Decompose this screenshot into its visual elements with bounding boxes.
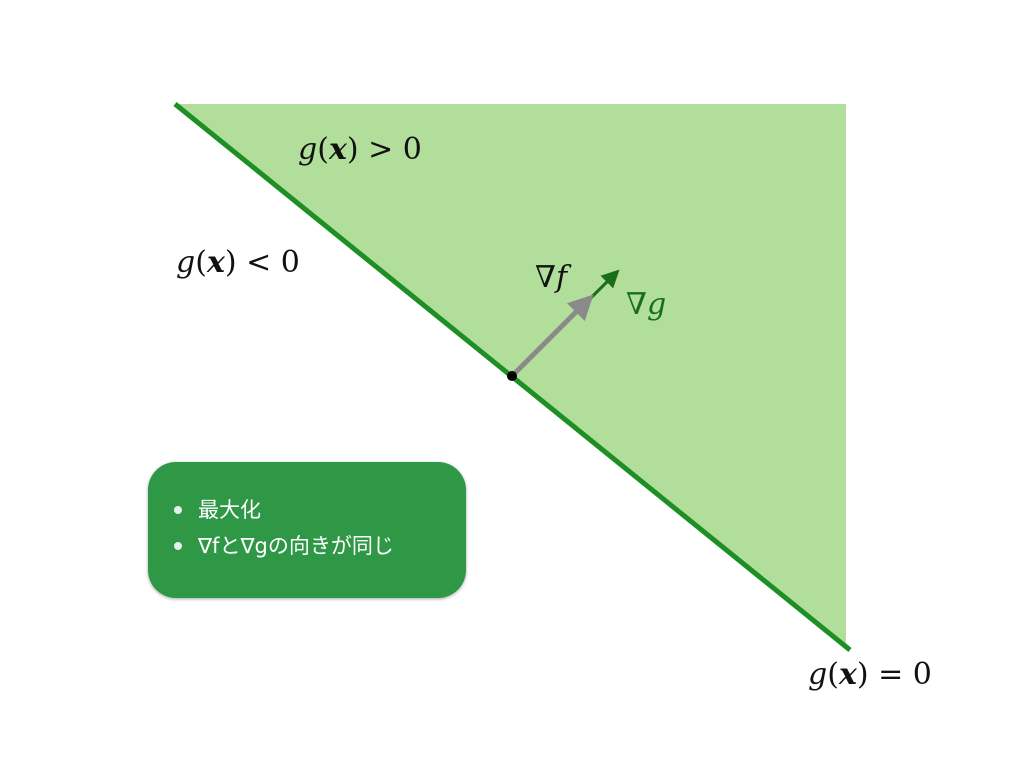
summary-item-text: 最大化 (198, 498, 261, 522)
positive-region-label: g(x) > 0 (298, 132, 422, 167)
bullet-icon (174, 542, 182, 550)
grad-f-arrow (510, 294, 594, 378)
grad-f-label: ∇f (535, 260, 572, 295)
negative-region-label: g(x) < 0 (176, 245, 300, 280)
summary-item-same-direction: ∇fと∇gの向きが同じ (170, 528, 448, 564)
summary-item-maximize: 最大化 (170, 492, 448, 528)
summary-callout-box: 最大化 ∇fと∇gの向きが同じ (148, 462, 466, 598)
bullet-icon (174, 506, 182, 514)
grad-g-label: ∇g (626, 287, 666, 322)
boundary-label: g(x) = 0 (808, 657, 932, 692)
optimum-point (507, 371, 517, 381)
summary-list: 最大化 ∇fと∇gの向きが同じ (170, 492, 448, 564)
summary-item-text: ∇fと∇gの向きが同じ (198, 534, 394, 558)
